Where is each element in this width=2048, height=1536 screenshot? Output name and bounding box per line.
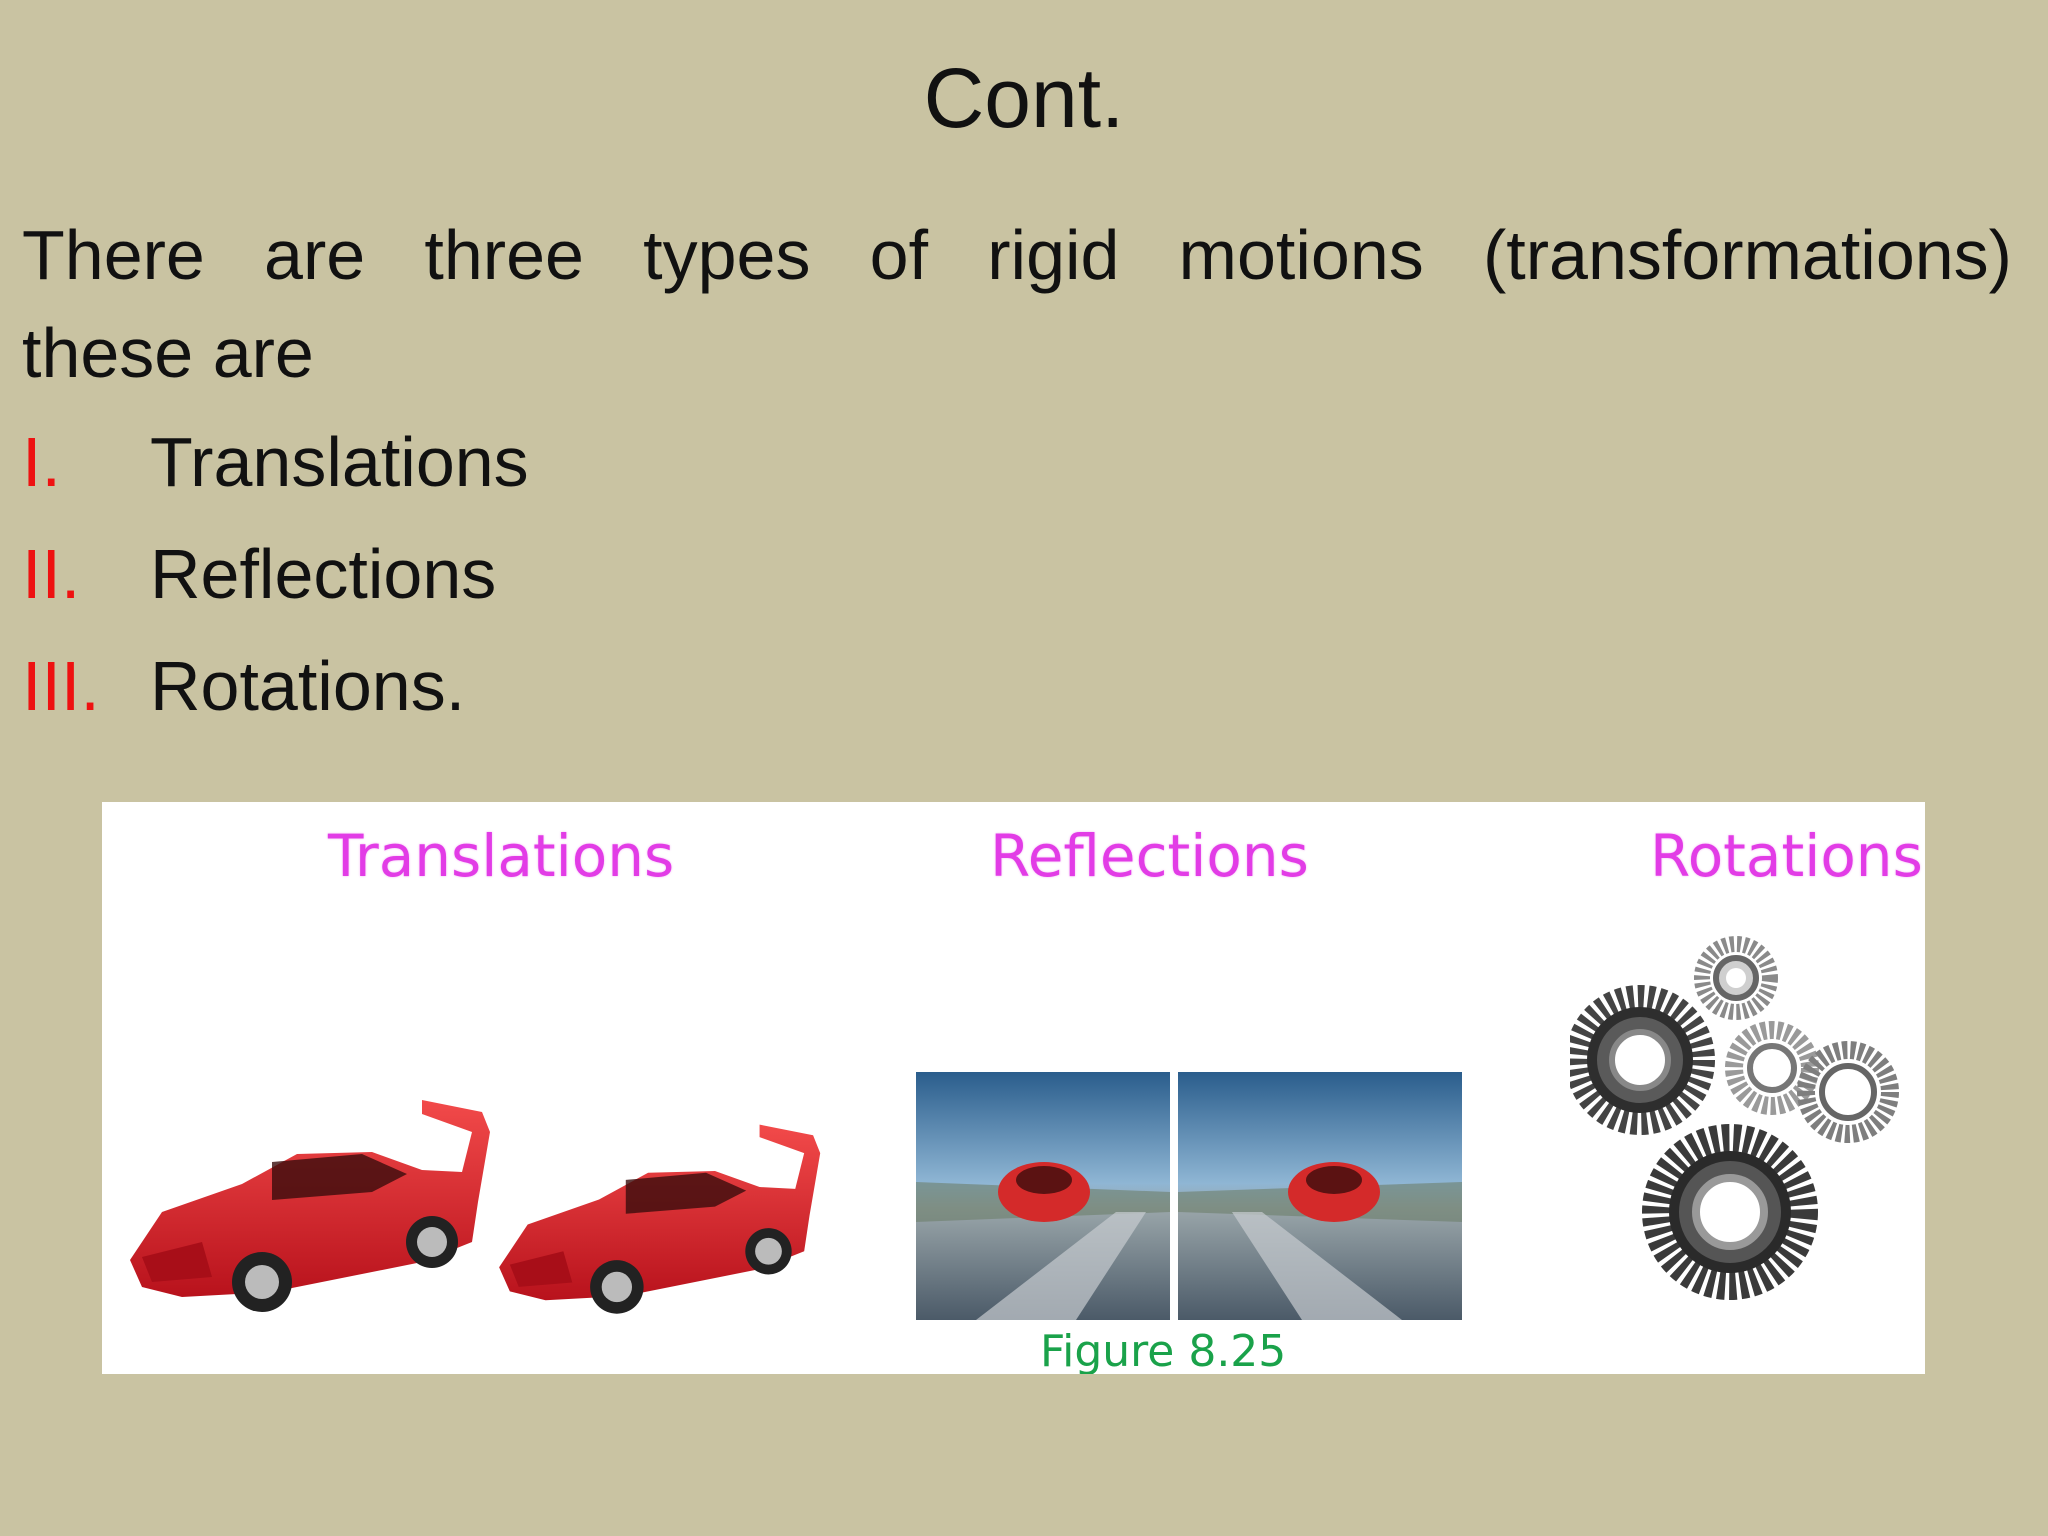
list-numeral: III. — [22, 647, 100, 725]
red-car-image — [499, 1124, 821, 1314]
figure-caption: Figure 8.25 — [1040, 1326, 1287, 1375]
figure-label-reflections: Reflections — [990, 822, 1309, 890]
list-numeral: II. — [22, 535, 81, 613]
figure-label-rotations: Rotations — [1650, 822, 1923, 890]
mirrored-car-photo — [916, 1072, 1462, 1320]
figure-panel: Translations Reflections Rotations — [102, 802, 1925, 1374]
slide-title: Cont. — [923, 51, 1125, 145]
list-item-text: Translations — [150, 423, 529, 501]
intro-line-1: There are three types of rigid motions (… — [22, 216, 2012, 294]
list-item-text: Reflections — [150, 535, 497, 613]
red-car-image — [130, 1100, 490, 1312]
figure-label-translations: Translations — [328, 822, 675, 890]
list-item-text: Rotations. — [150, 647, 466, 725]
gears-image — [1570, 936, 1899, 1300]
intro-line-2: these are — [22, 314, 314, 392]
intro-text: There are three types of rigid motions (… — [22, 206, 2012, 402]
list-numeral: I. — [22, 423, 61, 501]
